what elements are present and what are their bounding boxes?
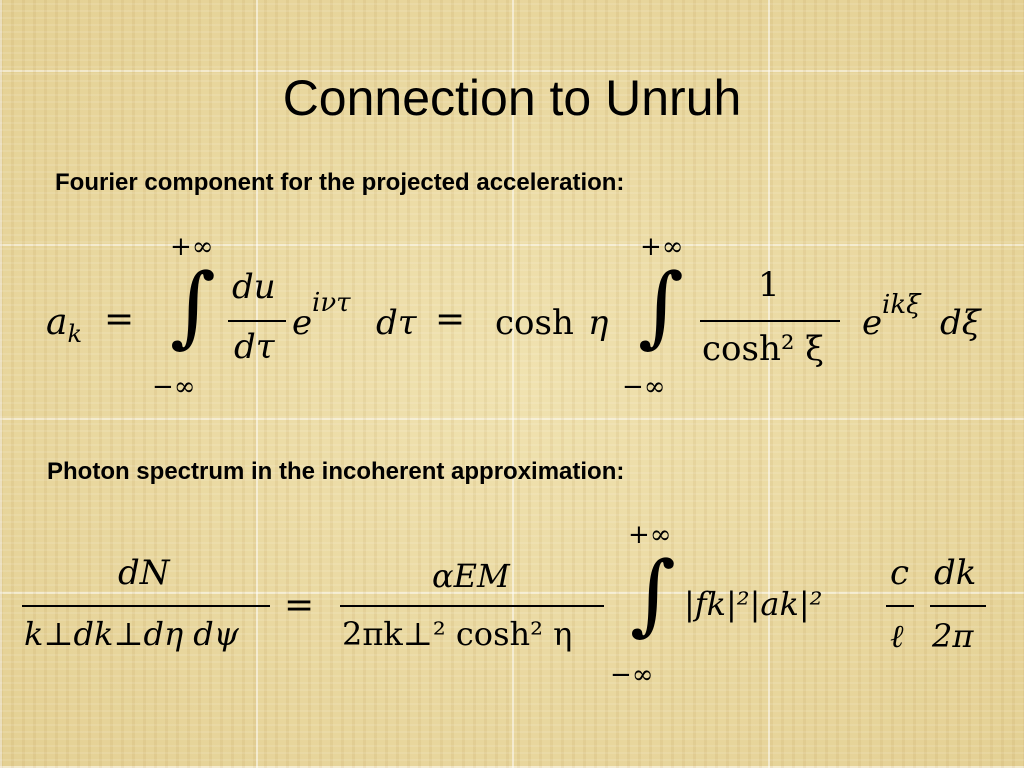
eq2-frac2-numerator: αEM — [432, 557, 510, 595]
eq2-int-upper: +∞ — [628, 520, 672, 550]
eq1-int2-upper: +∞ — [640, 232, 684, 262]
eq2-frac-numerator: dN — [118, 553, 170, 593]
eq1-integral-2: ∫ — [638, 254, 684, 357]
eq2-frac2-denominator: 2πk⊥² cosh² η — [342, 615, 573, 653]
eq2-frac-bar — [22, 605, 270, 607]
eq2-integral: ∫ — [630, 542, 676, 645]
eq2-int-lower: −∞ — [610, 660, 654, 690]
eq1-exp2-power: ikξ — [882, 290, 921, 320]
eq1-lhs-a: a — [46, 302, 68, 343]
subtitle-photon-spectrum: Photon spectrum in the incoherent approx… — [47, 458, 625, 485]
eq1-lhs: ak — [46, 302, 83, 349]
eq1-frac2-numerator: 1 — [758, 265, 780, 305]
eq1-equals: = — [104, 299, 135, 340]
subtitle-fourier: Fourier component for the projected acce… — [55, 169, 625, 196]
eq1-dtau: dτ — [376, 303, 417, 343]
eq2-frac4-denominator: 2π — [932, 617, 974, 655]
eq1-exp-base: e — [292, 303, 313, 343]
eq2-frac3-denominator: ℓ — [890, 617, 904, 655]
eq1-frac1-bar — [228, 320, 286, 322]
eq1-eta: η — [588, 303, 609, 343]
eq2-integrand: |fk|²|ak|² — [684, 585, 823, 623]
eq1-exp2-base: e — [862, 303, 883, 343]
eq1-equals-2: = — [435, 299, 466, 340]
eq1-int1-upper: +∞ — [170, 232, 214, 262]
eq1-dxi: dξ — [940, 303, 981, 343]
eq2-frac-denominator: k⊥dk⊥dη dψ — [24, 615, 239, 653]
eq2-frac4-bar — [930, 605, 986, 607]
eq2-frac3-bar — [886, 605, 914, 607]
eq1-cosh: cosh — [495, 303, 574, 343]
eq1-lhs-sub: k — [67, 320, 83, 349]
slide-title: Connection to Unruh — [282, 70, 742, 126]
eq2-frac2-bar — [340, 605, 604, 607]
eq2-equals: = — [284, 585, 315, 626]
eq1-int1-lower: −∞ — [152, 372, 196, 402]
eq1-frac2-bar — [700, 320, 840, 322]
eq1-int2-lower: −∞ — [622, 372, 666, 402]
eq2-frac3-numerator: c — [890, 553, 910, 593]
eq1-frac2-denominator: cosh² ξ — [702, 329, 825, 369]
eq1-exp-power: iντ — [312, 288, 351, 318]
eq1-frac1-numerator: du — [232, 267, 276, 307]
eq2-frac4-numerator: dk — [934, 553, 977, 593]
eq1-frac1-denominator: dτ — [234, 327, 275, 367]
eq1-integral-1: ∫ — [170, 254, 216, 357]
